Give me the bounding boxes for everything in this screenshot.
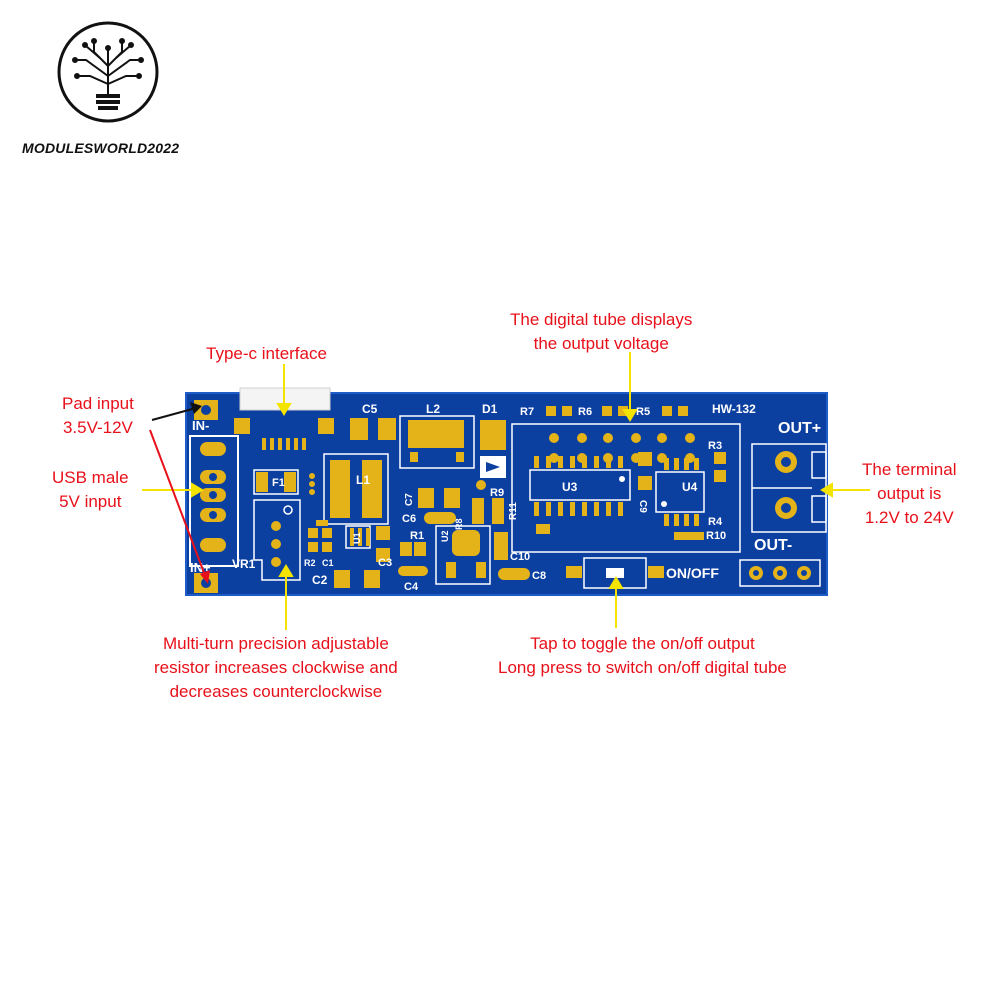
label-c6: C6: [402, 513, 416, 525]
annotation-type-c: Type-c interface: [206, 344, 327, 363]
label-c8: C8: [532, 570, 546, 582]
label-vr1: VR1: [232, 557, 256, 571]
annotation-pad-input: Pad input 3.5V-12V: [62, 394, 134, 437]
usb-male-outline: [189, 435, 239, 567]
label-c3: C3: [378, 557, 392, 569]
label-r8: R8: [454, 518, 464, 530]
label-r11: R11: [508, 502, 519, 520]
annotation-terminal: The terminal output is 1.2V to 24V: [862, 460, 957, 527]
label-r3: R3: [708, 440, 722, 452]
label-r6: R6: [578, 406, 592, 418]
label-in-plus: IN+: [190, 560, 211, 575]
label-d1: D1: [482, 402, 498, 416]
label-r7: R7: [520, 406, 534, 418]
label-c1: C1: [322, 558, 334, 568]
annotation-usb-input: USB male 5V input: [52, 468, 129, 511]
label-c9: C9: [637, 500, 648, 513]
label-out-plus: OUT+: [778, 420, 821, 437]
label-r9: R9: [490, 487, 504, 499]
label-on-off: ON/OFF: [666, 565, 719, 581]
label-c2: C2: [312, 573, 328, 587]
board-model: HW-132: [712, 402, 756, 416]
label-u4: U4: [682, 480, 698, 494]
label-in-minus: IN-: [192, 418, 209, 433]
annotation-digital-tube: The digital tube displays the output vol…: [510, 310, 693, 353]
label-c4: C4: [404, 581, 419, 593]
label-c10: C10: [510, 551, 530, 563]
label-out-minus: OUT-: [754, 537, 792, 554]
label-r1: R1: [410, 530, 424, 542]
label-u2: U2: [440, 530, 450, 542]
label-c7: C7: [404, 493, 415, 506]
label-r2: R2: [304, 558, 316, 568]
label-u3: U3: [562, 480, 578, 494]
annotation-resistor: Multi-turn precision adjustable resistor…: [154, 634, 398, 701]
label-u1: U1: [352, 532, 362, 544]
digital-tube-outline: [511, 423, 741, 553]
label-r10: R10: [706, 530, 726, 542]
label-r5: R5: [636, 406, 650, 418]
label-r4: R4: [708, 516, 723, 528]
circuit-lightbulb-icon: [57, 21, 159, 123]
l1-outline: [323, 453, 389, 525]
annotation-button: Tap to toggle the on/off output Long pre…: [498, 634, 787, 677]
vr1-outline: [253, 499, 301, 581]
label-c5: C5: [362, 402, 378, 416]
label-f1: F1: [272, 477, 285, 489]
label-l2: L2: [426, 402, 440, 416]
label-l1: L1: [356, 473, 370, 487]
brand-name: MODULESWORLD2022: [22, 140, 180, 156]
